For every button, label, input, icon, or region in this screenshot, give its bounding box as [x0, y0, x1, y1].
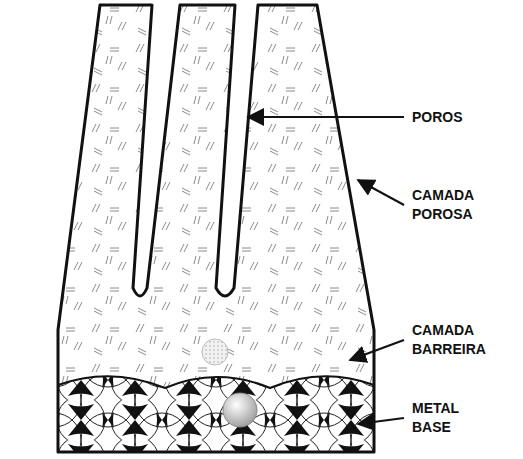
- metal-particle: [223, 393, 257, 427]
- leader-arrow: [358, 180, 404, 205]
- part-label: METAL BASE: [410, 399, 476, 437]
- structure-outline: [58, 5, 374, 452]
- oxide-particle: [202, 339, 228, 365]
- leader-arrow: [248, 116, 404, 118]
- barrier-interface: [58, 376, 374, 388]
- leader-arrow: [358, 418, 404, 424]
- part-label: CAMADA POROSA: [410, 186, 514, 224]
- leader-arrow: [350, 340, 404, 360]
- part-label: POROS: [410, 108, 465, 127]
- part-label: CAMADA BARREIRA: [410, 321, 514, 359]
